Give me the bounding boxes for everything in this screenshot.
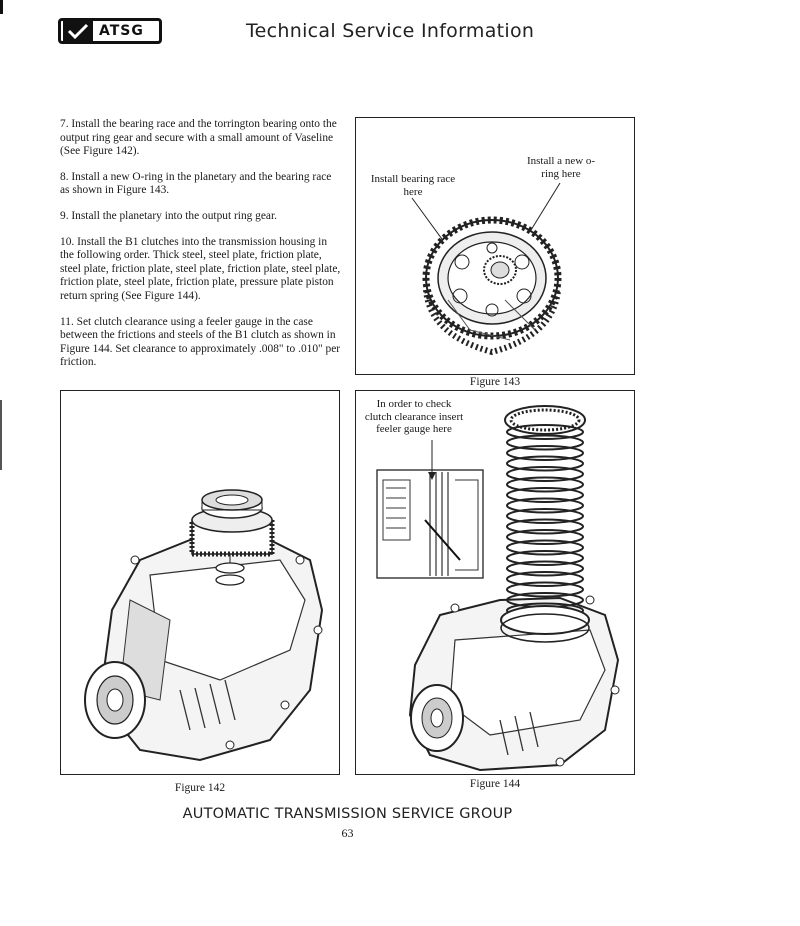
spring-coil [506,434,584,451]
spring-coil [506,445,584,461]
page-number: 63 [341,826,354,840]
spring-coil [506,455,584,472]
spring-coil [506,539,584,556]
step-8: 8. Install a new O-ring in the planetary… [60,170,332,197]
return-spring-coils [506,424,584,619]
instruction-steps: 7. Install the bearing race and the torr… [60,118,342,382]
figure-144-caption: Figure 144 [469,778,521,790]
step-7: 7. Install the bearing race and the torr… [60,118,337,158]
spring-coil [506,508,584,524]
page-title: Technical Service Information [246,20,535,42]
spring-coil [506,466,584,482]
step-10: 10. Install the B1 clutches into the tra… [60,235,341,302]
spring-coil [506,550,584,566]
step-11: 11. Set clutch clearance using a feeler … [60,315,341,369]
spring-coil [506,560,584,577]
figure-142-caption: Figure 142 [174,782,226,794]
figure-143-caption: Figure 143 [469,376,521,388]
footer-organization: AUTOMATIC TRANSMISSION SERVICE GROUP [182,806,513,822]
atsg-logo: ATSG [58,18,162,44]
callout-install-oring: Install a new o-ring here [526,155,596,180]
spring-coil [506,487,584,503]
page-edge-mark [0,0,3,14]
spring-coil [506,518,584,535]
step-9: 9. Install the planetary into the output… [60,209,277,222]
callout-install-bearing-race: Install bearing race here [370,173,456,198]
spring-coil [506,571,584,587]
page-edge-mark [0,400,2,470]
spring-coil [506,497,584,514]
spring-coil [506,476,584,493]
logo-text: ATSG [99,23,144,39]
checkmark-icon [63,21,93,41]
spring-coil [506,581,584,598]
spring-coil [506,529,584,545]
spring-coil [506,424,584,440]
callout-feeler-gauge: In order to check clutch clearance inser… [364,398,464,435]
